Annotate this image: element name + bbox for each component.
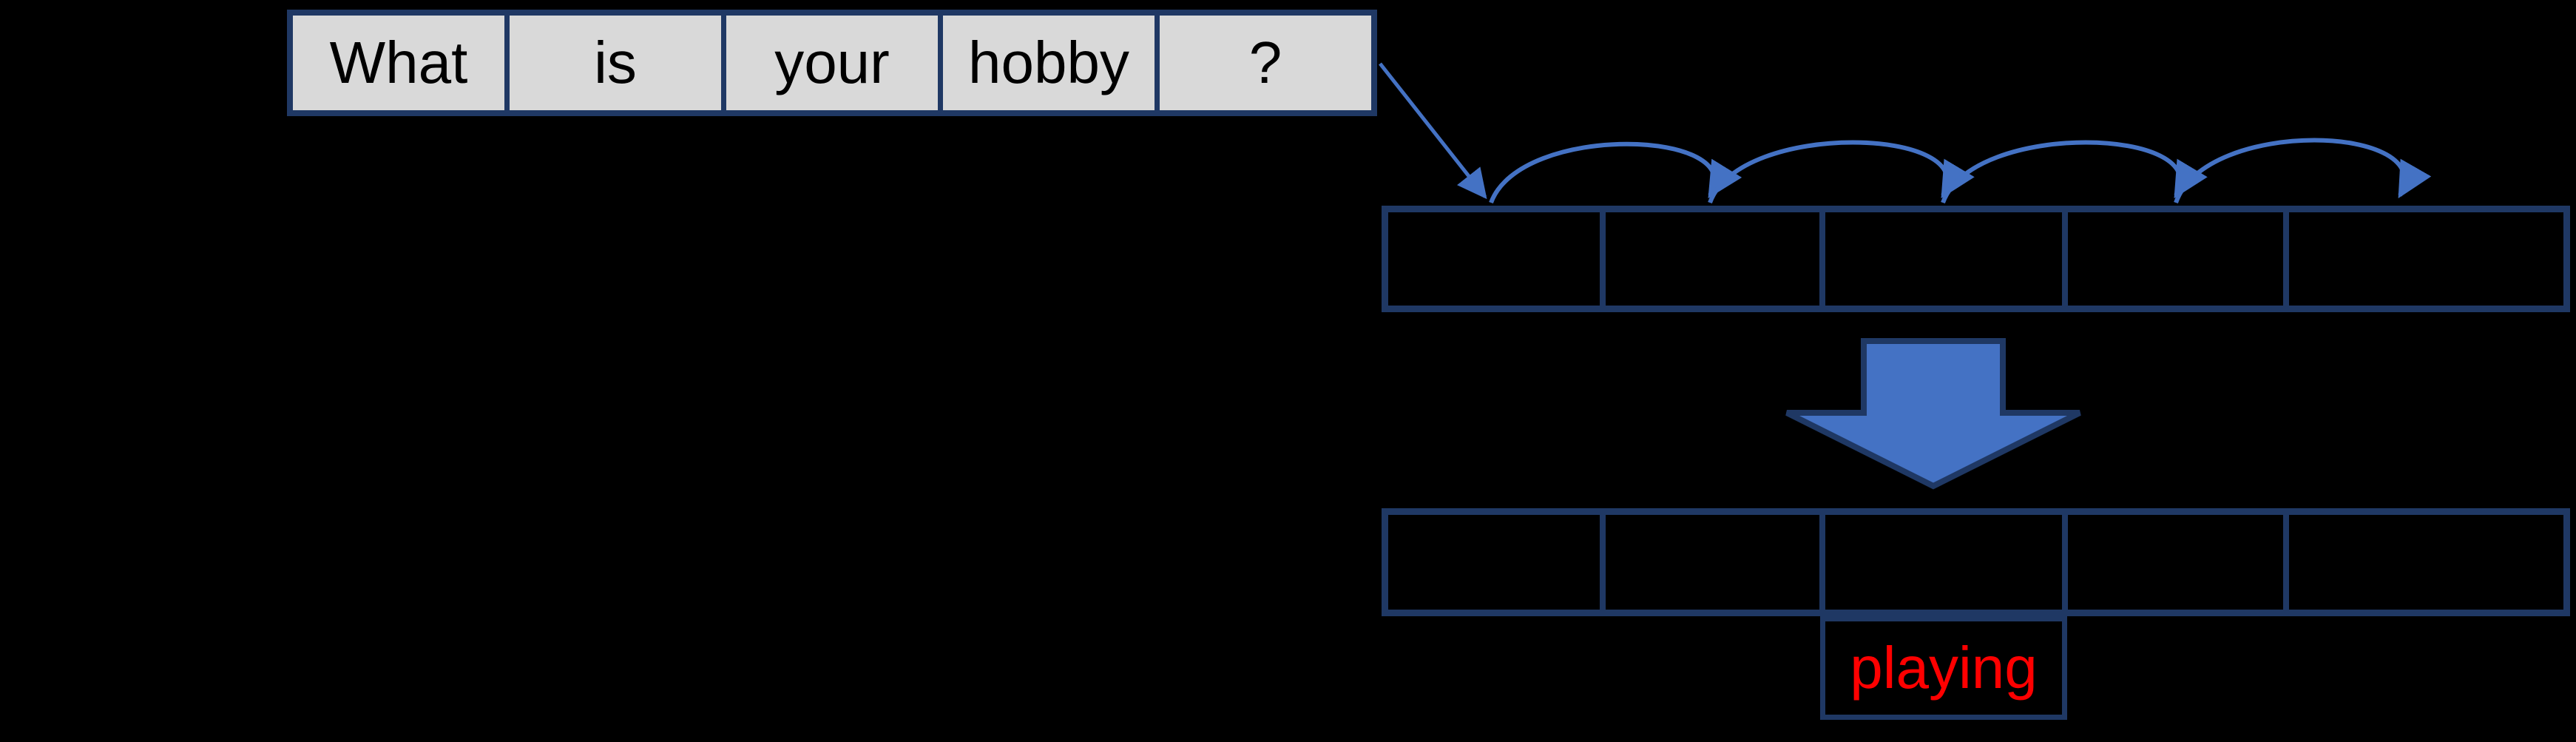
decoder-cell: [1606, 515, 1825, 610]
prediction-label: playing: [1850, 635, 2038, 701]
sentence-token-row: What is your hobby ?: [287, 10, 1377, 116]
hop-arc-icon: [1941, 140, 2208, 204]
token-cell: is: [510, 16, 726, 110]
input-arrow-icon: [1379, 62, 1487, 200]
hop-arc-icon: [1708, 140, 1975, 204]
token-cell: ?: [1160, 16, 1371, 110]
encoder-cell: [1606, 212, 1825, 306]
token-label: What: [329, 30, 468, 95]
token-cell: hobby: [943, 16, 1160, 110]
big-down-arrow-icon: [1785, 338, 2081, 490]
decoder-cell-row: [1382, 508, 2570, 616]
token-cell: What: [293, 16, 510, 110]
prediction-box: playing: [1820, 616, 2067, 720]
encoder-cell: [1825, 212, 2069, 306]
token-label: your: [774, 30, 890, 95]
encoder-cell-row: [1382, 206, 2570, 312]
token-cell: your: [726, 16, 943, 110]
decoder-cell: [1825, 515, 2069, 610]
hop-arc-icon: [1489, 141, 1742, 204]
decoder-cell: [1388, 515, 1606, 610]
token-label: hobby: [968, 30, 1129, 95]
token-label: ?: [1248, 30, 1282, 95]
token-label: is: [594, 30, 637, 95]
encoder-cell: [2068, 212, 2289, 306]
encoder-cell: [2289, 212, 2563, 306]
decoder-cell: [2068, 515, 2289, 610]
decoder-cell: [2289, 515, 2563, 610]
encoder-cell: [1388, 212, 1606, 306]
hop-arc-icon: [2174, 138, 2432, 203]
